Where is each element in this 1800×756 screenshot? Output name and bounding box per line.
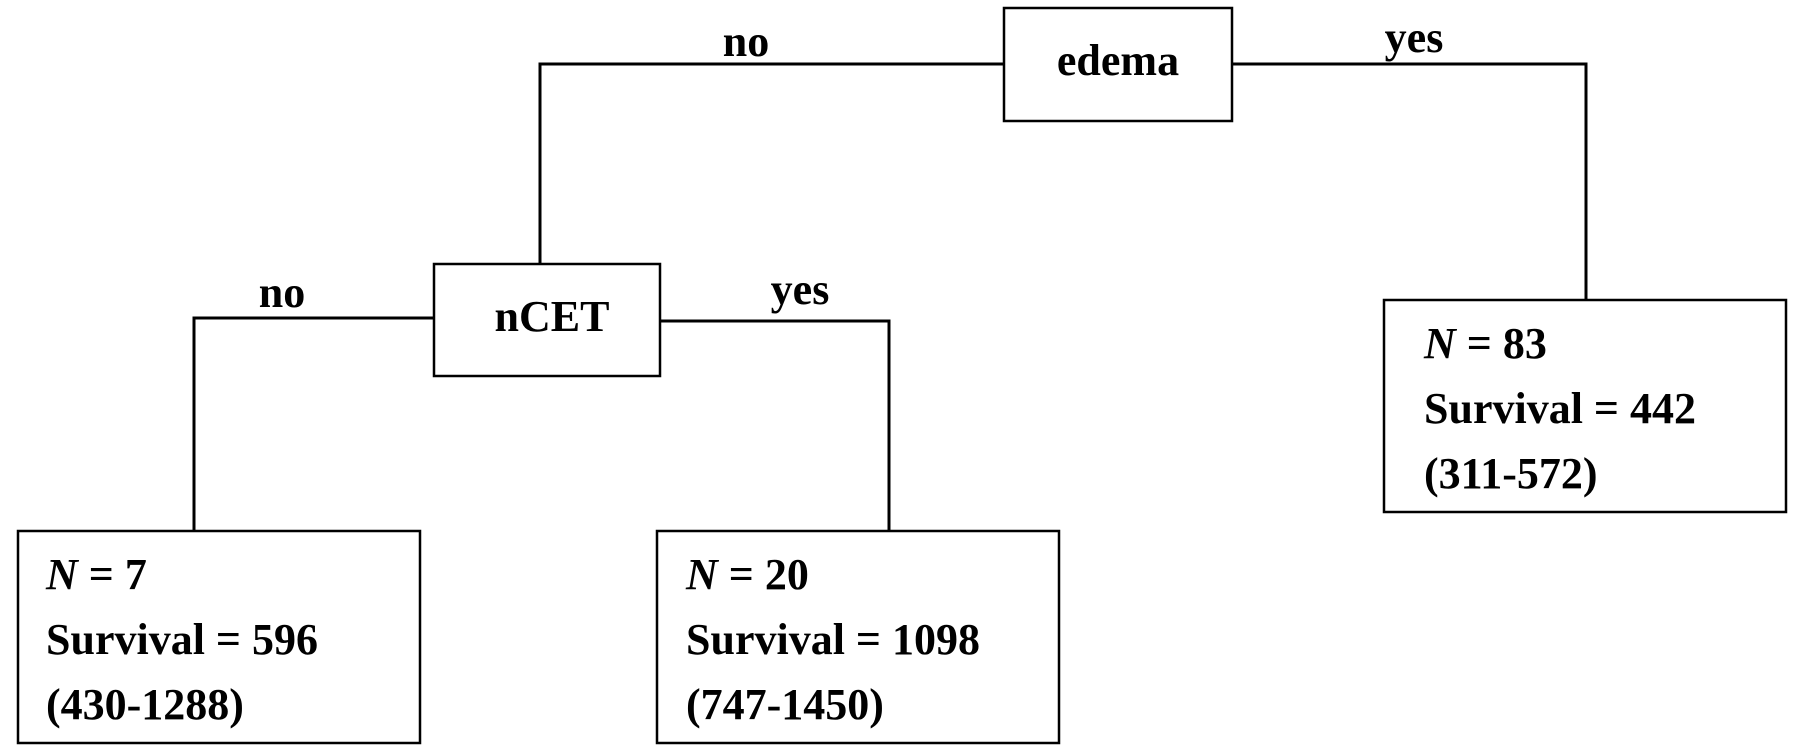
leaf-right-survival: Survival = 442: [1424, 384, 1696, 433]
node-ncet: nCET: [432, 262, 662, 378]
leaf-middle: N = 20 Survival = 1098 (747-1450): [655, 529, 1061, 745]
leaf-middle-survival: Survival = 1098: [686, 615, 980, 664]
edema-no-branch-label: no: [723, 17, 769, 66]
node-ncet-label: nCET: [495, 292, 610, 341]
leaf-left-box: [16, 529, 422, 745]
node-edema-box: [1002, 6, 1234, 123]
leaf-middle-n-symbol: N: [685, 550, 720, 599]
edge-ncet-yes: [660, 319, 891, 531]
edge-edema-no: [538, 62, 1004, 264]
edema-yes-branch-label: yes: [1385, 13, 1444, 62]
leaf-middle-count: N = 20: [685, 550, 809, 599]
edge-ncet-no: [192, 316, 434, 531]
edge-edema-yes: [1232, 62, 1588, 300]
leaf-left-survival: Survival = 596: [46, 615, 318, 664]
tree-edges: [192, 62, 1588, 531]
leaf-left-n-symbol: N: [45, 550, 80, 599]
leaf-middle-range: (747-1450): [686, 680, 884, 729]
leaf-left-range: (430-1288): [46, 680, 244, 729]
ncet-no-branch-label: no: [259, 268, 305, 317]
leaf-left-count: N = 7: [45, 550, 147, 599]
node-edema-label: edema: [1057, 36, 1179, 85]
node-edema: edema: [1002, 6, 1234, 123]
leaf-middle-box: [655, 529, 1061, 745]
leaf-right-range: (311-572): [1424, 449, 1598, 498]
leaf-right: N = 83 Survival = 442 (311-572): [1382, 298, 1788, 514]
leaf-left: N = 7 Survival = 596 (430-1288): [16, 529, 422, 745]
node-ncet-box: [432, 262, 662, 378]
leaf-left-n-value: = 7: [78, 550, 147, 599]
leaf-right-box: [1382, 298, 1788, 514]
ncet-yes-branch-label: yes: [771, 265, 830, 314]
leaf-right-n-symbol: N: [1423, 319, 1458, 368]
leaf-right-count: N = 83: [1423, 319, 1547, 368]
leaf-middle-n-value: = 20: [718, 550, 809, 599]
leaf-right-n-value: = 83: [1456, 319, 1547, 368]
